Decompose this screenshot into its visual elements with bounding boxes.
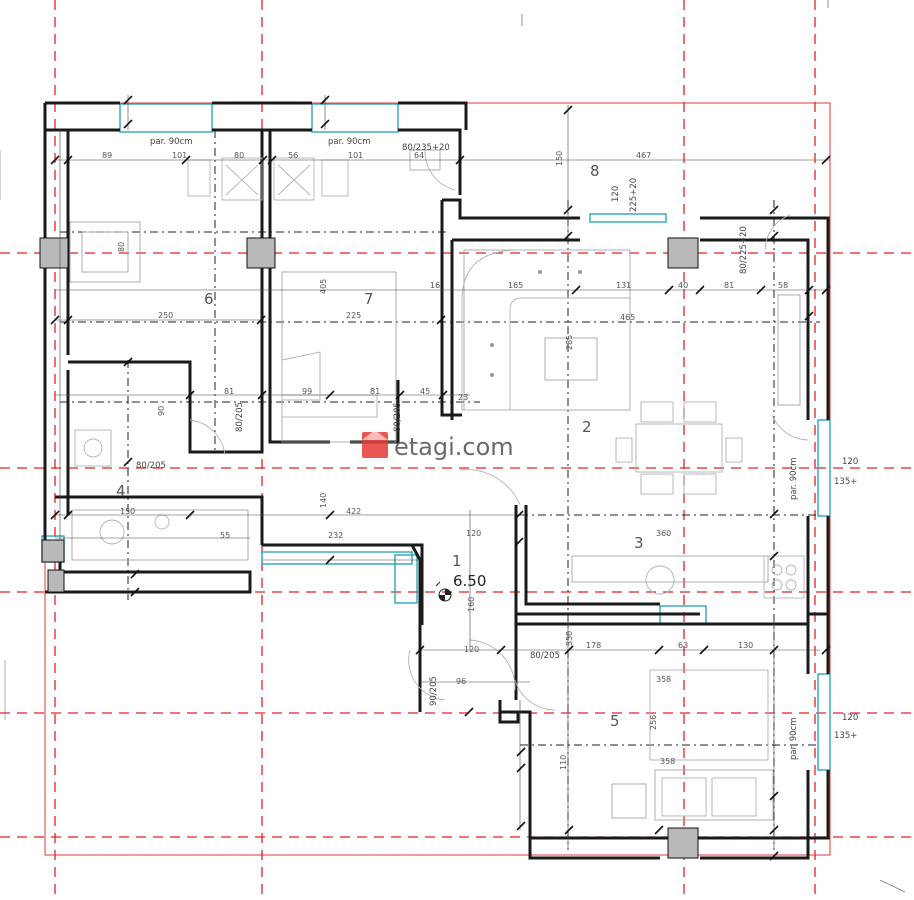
label-window-3: par. 90cm [789,458,799,501]
label-opening-4: 135+ [834,731,857,741]
dim-160: 160 [467,597,476,612]
dim-120b: 120 [464,645,479,654]
label-opening-1: 120 [842,457,858,467]
dim-225: 225 [346,311,361,320]
label-stack-1: 120 [611,186,621,202]
room-number-1: 1 [452,552,462,570]
label-window-4: par. 90cm [789,718,799,761]
room-number-7: 7 [364,290,374,308]
watermark-text: etagi.com [394,433,514,461]
furniture [74,157,805,817]
dim-150b: 150 [120,507,135,516]
dim-467: 467 [636,151,651,160]
label-stack-2: 225+20 [629,178,639,212]
dimension-numbers: 89 101 80 56 101 64 467 150 250 225 405 … [102,151,788,770]
level-marker: 6.50 [435,572,486,602]
label-window-1: par. 90cm [150,137,193,147]
dim-90: 90 [157,406,166,416]
dim-350: 350 [565,631,574,646]
label-opening-3: 120 [842,713,858,723]
dim-63: 63 [678,641,688,650]
dim-45: 45 [420,387,430,396]
dim-360: 360 [656,529,671,538]
annotations: par. 90cm par. 90cm 80/235+20 par. 90cm … [136,137,858,760]
label-door-a: 80/235+20 [402,143,450,153]
label-door-b: 80/225+20 [739,226,749,274]
columns [39,237,699,859]
dim-81b: 81 [224,387,234,396]
dim-178: 178 [586,641,601,650]
dim-131: 131 [616,281,631,290]
dim-256: 256 [649,715,658,730]
dim-422: 422 [346,507,361,516]
dim-56: 56 [288,151,298,160]
label-door-d: 80/205 [393,402,403,432]
room-number-5: 5 [610,712,620,730]
dim-81a: 81 [724,281,734,290]
dim-405: 405 [319,279,328,294]
label-opening-2: 135+ [834,477,857,487]
dim-81c: 81 [370,387,380,396]
dim-285: 285 [565,335,574,350]
level-value: 6.50 [453,572,486,590]
dim-96: 96 [456,677,466,686]
etagi-watermark: etagi.com [362,430,514,461]
dim-101a: 101 [172,151,187,160]
dim-250: 250 [158,311,173,320]
dim-130: 130 [738,641,753,650]
label-window-2: par. 90cm [328,137,371,147]
centerlines [60,130,820,850]
dim-165: 165 [508,281,523,290]
dim-110: 110 [559,755,568,770]
dim-358b: 358 [660,757,675,766]
room-number-6: 6 [204,290,214,308]
dim-58: 58 [778,281,788,290]
dimension-ticks [50,95,831,861]
dim-358a: 358 [656,675,671,684]
walls [43,101,830,860]
dim-140: 140 [319,493,328,508]
dim-80b: 80 [117,242,126,252]
room-number-3: 3 [634,534,644,552]
room-number-8: 8 [590,162,600,180]
dim-64: 64 [414,151,424,160]
dim-465: 465 [620,313,635,322]
dim-23: 23 [458,393,468,402]
dim-55: 55 [220,531,230,540]
dim-80a: 80 [234,151,244,160]
dim-99: 99 [302,387,312,396]
label-door-g: 90/205 [429,676,439,706]
dim-232: 232 [328,531,343,540]
dim-40: 40 [678,281,688,290]
room-number-2: 2 [582,418,592,436]
dim-150a: 150 [555,151,564,166]
dim-89: 89 [102,151,112,160]
dim-16: 16 [430,281,440,290]
label-door-f: 80/205 [530,651,560,661]
room-numbers: 1 2 3 4 5 6 7 8 [116,162,644,730]
label-door-e: 80/205 [136,461,166,471]
dim-120a: 120 [466,529,481,538]
door-swings [189,149,809,711]
dim-101b: 101 [348,151,363,160]
label-door-c: 80/205 [235,402,245,432]
room-number-4: 4 [116,482,126,500]
